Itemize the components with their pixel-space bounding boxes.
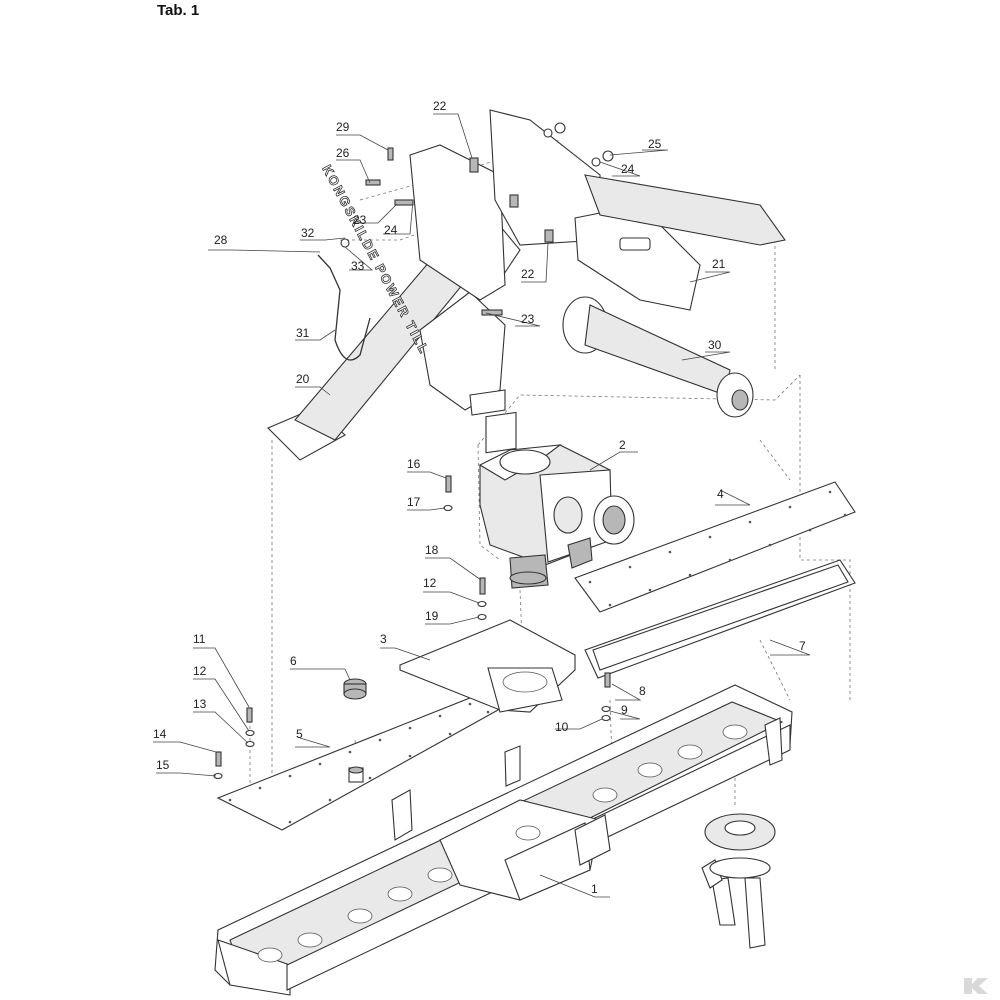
part-6-cap xyxy=(343,678,367,783)
callout-labels: 1 2 3 4 5 6 7 8 9 10 11 12 12 13 14 15 1… xyxy=(153,99,806,896)
callout-33: 33 xyxy=(351,259,365,273)
callout-31: 31 xyxy=(296,326,310,340)
part-3-base-plate xyxy=(399,619,576,713)
callout-12-a: 12 xyxy=(193,664,207,678)
part-1-gear-beam xyxy=(214,684,793,996)
callout-14: 14 xyxy=(153,727,167,741)
callout-28: 28 xyxy=(214,233,228,247)
callout-23-b: 23 xyxy=(521,312,535,326)
callout-21: 21 xyxy=(712,257,726,271)
callout-16: 16 xyxy=(407,457,421,471)
callout-10: 10 xyxy=(555,720,569,734)
callout-13: 13 xyxy=(193,697,207,711)
callout-22-a: 22 xyxy=(433,99,447,113)
callout-15: 15 xyxy=(156,758,170,772)
part-20-frame-arm xyxy=(267,219,521,461)
part-2-gearbox xyxy=(478,411,635,589)
callout-29: 29 xyxy=(336,120,350,134)
part-21-headstock xyxy=(409,109,786,311)
callout-20: 20 xyxy=(296,372,310,386)
callout-2: 2 xyxy=(619,438,626,452)
part-4-cover-plate xyxy=(574,481,856,613)
callout-6: 6 xyxy=(290,654,297,668)
callout-4: 4 xyxy=(717,487,724,501)
kramp-logo-icon xyxy=(964,978,988,994)
callout-32: 32 xyxy=(301,226,315,240)
callout-5: 5 xyxy=(296,727,303,741)
callout-22-b: 22 xyxy=(521,267,535,281)
fasteners xyxy=(213,122,614,780)
callout-11: 11 xyxy=(193,632,206,646)
callout-24-b: 24 xyxy=(621,162,635,176)
callout-30: 30 xyxy=(708,338,722,352)
callout-3: 3 xyxy=(380,632,387,646)
callout-17: 17 xyxy=(407,495,421,509)
table-title: Tab. 1 xyxy=(157,2,200,19)
callout-1: 1 xyxy=(591,882,598,896)
part-5-cover-plate xyxy=(216,689,499,831)
callout-23-a: 23 xyxy=(353,213,367,227)
callout-7: 7 xyxy=(799,639,806,653)
part-7-gasket xyxy=(584,559,856,679)
callout-18: 18 xyxy=(425,543,439,557)
callout-19: 19 xyxy=(425,609,439,623)
callout-leaders xyxy=(153,113,811,898)
beam-bearing-holes xyxy=(257,724,748,963)
callout-12-b: 12 xyxy=(423,576,437,590)
callout-26: 26 xyxy=(336,146,350,160)
callout-24-a: 24 xyxy=(384,223,398,237)
part-30-drive-shaft xyxy=(562,296,754,418)
callout-25: 25 xyxy=(648,137,662,151)
callout-9: 9 xyxy=(621,703,628,717)
callout-8: 8 xyxy=(639,684,646,698)
cutter-rotor xyxy=(701,813,776,949)
